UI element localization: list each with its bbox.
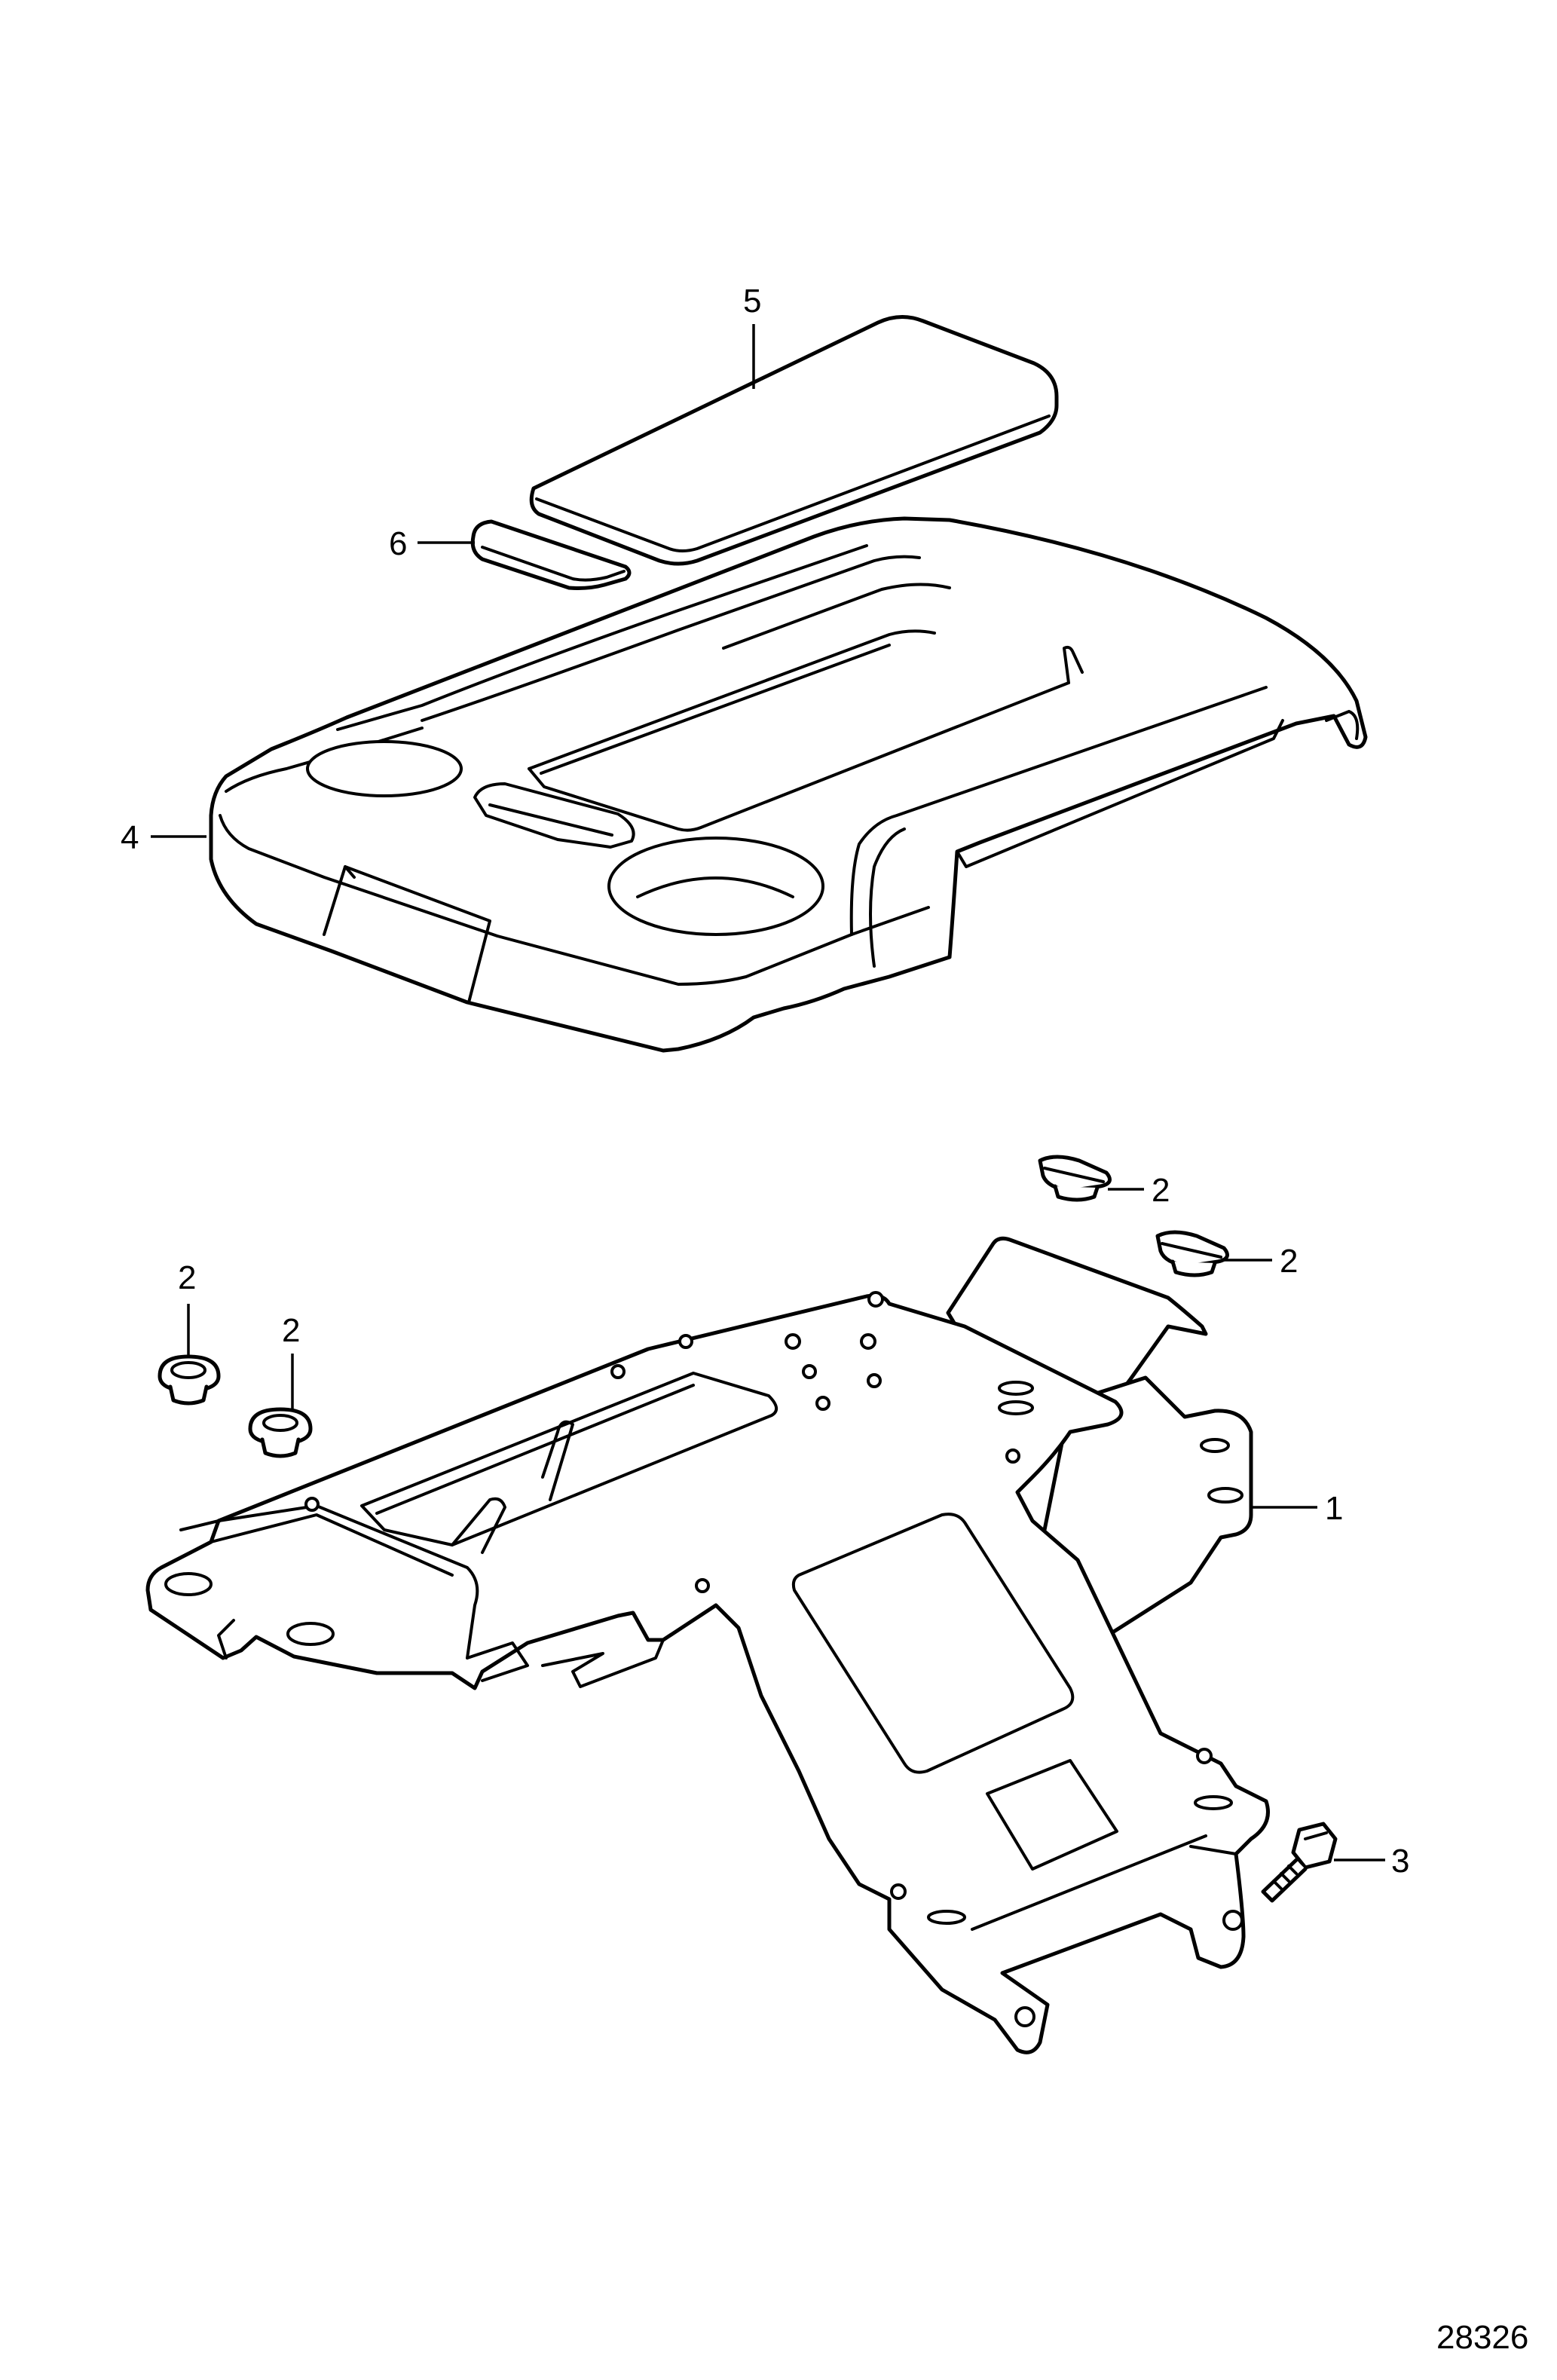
callout-part-4: 4 xyxy=(121,819,139,856)
part-2-grommet-left-b xyxy=(248,1407,313,1458)
callout-part-3: 3 xyxy=(1391,1843,1409,1880)
part-1-bracket xyxy=(145,1236,1270,2054)
part-2-grommet-right-a xyxy=(1038,1155,1112,1202)
callout-part-6: 6 xyxy=(389,525,407,562)
leader-lines xyxy=(151,324,1385,1861)
callout-part-2-left-b: 2 xyxy=(282,1312,300,1349)
callout-labels: 5 6 4 2 2 2 2 1 3 xyxy=(121,283,1409,1880)
callout-part-1: 1 xyxy=(1325,1490,1343,1527)
part-2-grommet-left-a xyxy=(158,1354,221,1406)
part-4-engine-cover xyxy=(209,516,1368,1053)
part-2-grommet-right-b xyxy=(1155,1230,1229,1277)
part-6-pad xyxy=(470,519,632,590)
callout-part-2-left-a: 2 xyxy=(178,1259,196,1296)
callout-part-2-right-b: 2 xyxy=(1280,1243,1298,1280)
part-5-pad xyxy=(529,315,1059,566)
callout-part-5: 5 xyxy=(743,283,761,320)
part-3-bolt xyxy=(1261,1822,1338,1903)
drawing-reference-number: 28326 xyxy=(1436,2319,1528,2356)
callout-part-2-right-a: 2 xyxy=(1152,1172,1170,1209)
